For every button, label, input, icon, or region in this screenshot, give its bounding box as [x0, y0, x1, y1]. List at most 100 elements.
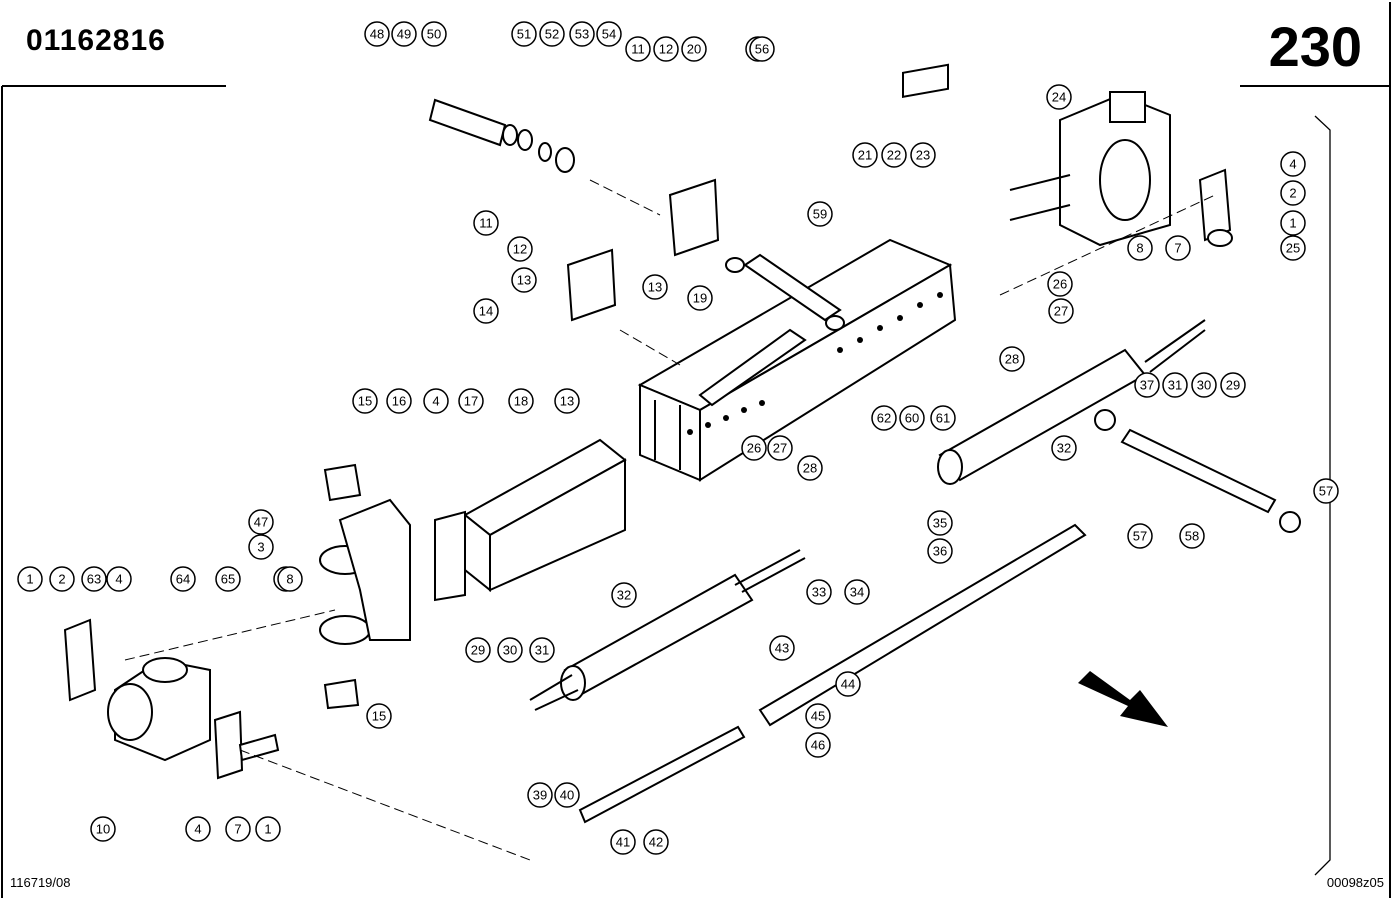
telescopic-tube-lower: [529, 549, 806, 711]
callout-11: 11: [625, 36, 651, 62]
callout-circle: [554, 388, 580, 414]
callout-circle: [1165, 235, 1191, 261]
callout-22: 22: [881, 142, 907, 168]
callout-15: 15: [366, 703, 392, 729]
callout-58: 58: [1179, 523, 1205, 549]
callout-20: 20: [681, 36, 707, 62]
callout-circle: [539, 21, 565, 47]
callout-label: 27: [773, 441, 787, 456]
callout-label: 26: [1053, 277, 1067, 292]
callout-51: 51: [511, 21, 537, 47]
callout-label: 17: [464, 394, 478, 409]
callout-57: 57: [1313, 478, 1339, 504]
callout-57: 57: [1127, 523, 1153, 549]
callout-label: 15: [358, 394, 372, 409]
callout-label: 1: [1289, 216, 1296, 231]
callout-label: 23: [916, 148, 930, 163]
callout-circle: [511, 267, 537, 293]
callout-label: 31: [535, 643, 549, 658]
callout-circle: [473, 298, 499, 324]
callout-65: 65: [215, 566, 241, 592]
callout-label: 60: [905, 411, 919, 426]
callout-label: 28: [1005, 352, 1019, 367]
callout-label: 24: [1052, 90, 1066, 105]
callout-circle: [805, 703, 831, 729]
callout-50: 50: [421, 21, 447, 47]
callout-circle: [423, 388, 449, 414]
callout-circle: [899, 405, 925, 431]
callout-label: 10: [96, 822, 110, 837]
callout-label: 51: [517, 27, 531, 42]
main-frame: [637, 63, 957, 482]
callout-label: 30: [503, 643, 517, 658]
callout-circle: [871, 405, 897, 431]
callout-circle: [554, 782, 580, 808]
plate-20: [668, 178, 720, 257]
callout-circle: [927, 510, 953, 536]
callout-label: 2: [1289, 186, 1296, 201]
callout-circle: [611, 582, 637, 608]
callout-label: 54: [602, 27, 616, 42]
callout-21: 21: [852, 142, 878, 168]
callout-circle: [49, 566, 75, 592]
part-number: 01162816: [26, 24, 166, 57]
callout-label: 64: [176, 572, 190, 587]
callout-circle: [881, 142, 907, 168]
callout-label: 1: [26, 572, 33, 587]
callout-28: 28: [999, 346, 1025, 372]
callout-16: 16: [386, 388, 412, 414]
callout-label: 46: [811, 738, 825, 753]
callout-circle: [529, 637, 555, 663]
callout-13: 13: [511, 267, 537, 293]
callout-label: 63: [87, 572, 101, 587]
callout-64: 64: [170, 566, 196, 592]
drawing-code-right: 00098z05: [1326, 875, 1384, 890]
callout-40: 40: [554, 782, 580, 808]
callout-26: 26: [741, 435, 767, 461]
callout-44: 44: [835, 671, 861, 697]
callout-label: 57: [1133, 529, 1147, 544]
a-frame-arm: [698, 253, 845, 407]
callout-label: 26: [747, 441, 761, 456]
callout-31: 31: [529, 637, 555, 663]
callout-label: 56: [755, 42, 769, 57]
callout-10: 10: [90, 816, 116, 842]
callout-circle: [352, 388, 378, 414]
callout-1: 1: [255, 816, 281, 842]
callout-53: 53: [569, 21, 595, 47]
bracket-25: [1198, 168, 1233, 247]
gearbox-5: [107, 657, 211, 762]
callout-label: 48: [370, 27, 384, 42]
callout-4: 4: [423, 388, 449, 414]
plate-3: [63, 618, 97, 702]
rod-42: [578, 725, 746, 824]
callout-circle: [1127, 235, 1153, 261]
callout-circle: [458, 388, 484, 414]
callout-52: 52: [539, 21, 565, 47]
callout-label: 44: [841, 677, 855, 692]
callout-42: 42: [643, 829, 669, 855]
callout-circle: [1048, 298, 1074, 324]
callout-circle: [927, 538, 953, 564]
callout-2: 2: [49, 566, 75, 592]
callout-label: 32: [617, 588, 631, 603]
callout-circle: [255, 816, 281, 842]
callout-circle: [366, 703, 392, 729]
callout-circle: [106, 566, 132, 592]
callout-label: 13: [648, 280, 662, 295]
callout-12: 12: [507, 236, 533, 262]
callout-circle: [465, 637, 491, 663]
plate-14: [566, 248, 617, 322]
callout-12: 12: [653, 36, 679, 62]
direction-arrow-icon: [1078, 671, 1168, 727]
callout-23: 23: [910, 142, 936, 168]
callout-label: 16: [392, 394, 406, 409]
callout-label: 7: [1174, 241, 1181, 256]
callout-29: 29: [465, 637, 491, 663]
shaft-52: [428, 98, 575, 173]
callout-label: 11: [631, 42, 645, 57]
callout-label: 15: [372, 709, 386, 724]
callout-layer: 1247810111213141516171819202122232425262…: [17, 21, 1339, 855]
callout-circle: [653, 36, 679, 62]
